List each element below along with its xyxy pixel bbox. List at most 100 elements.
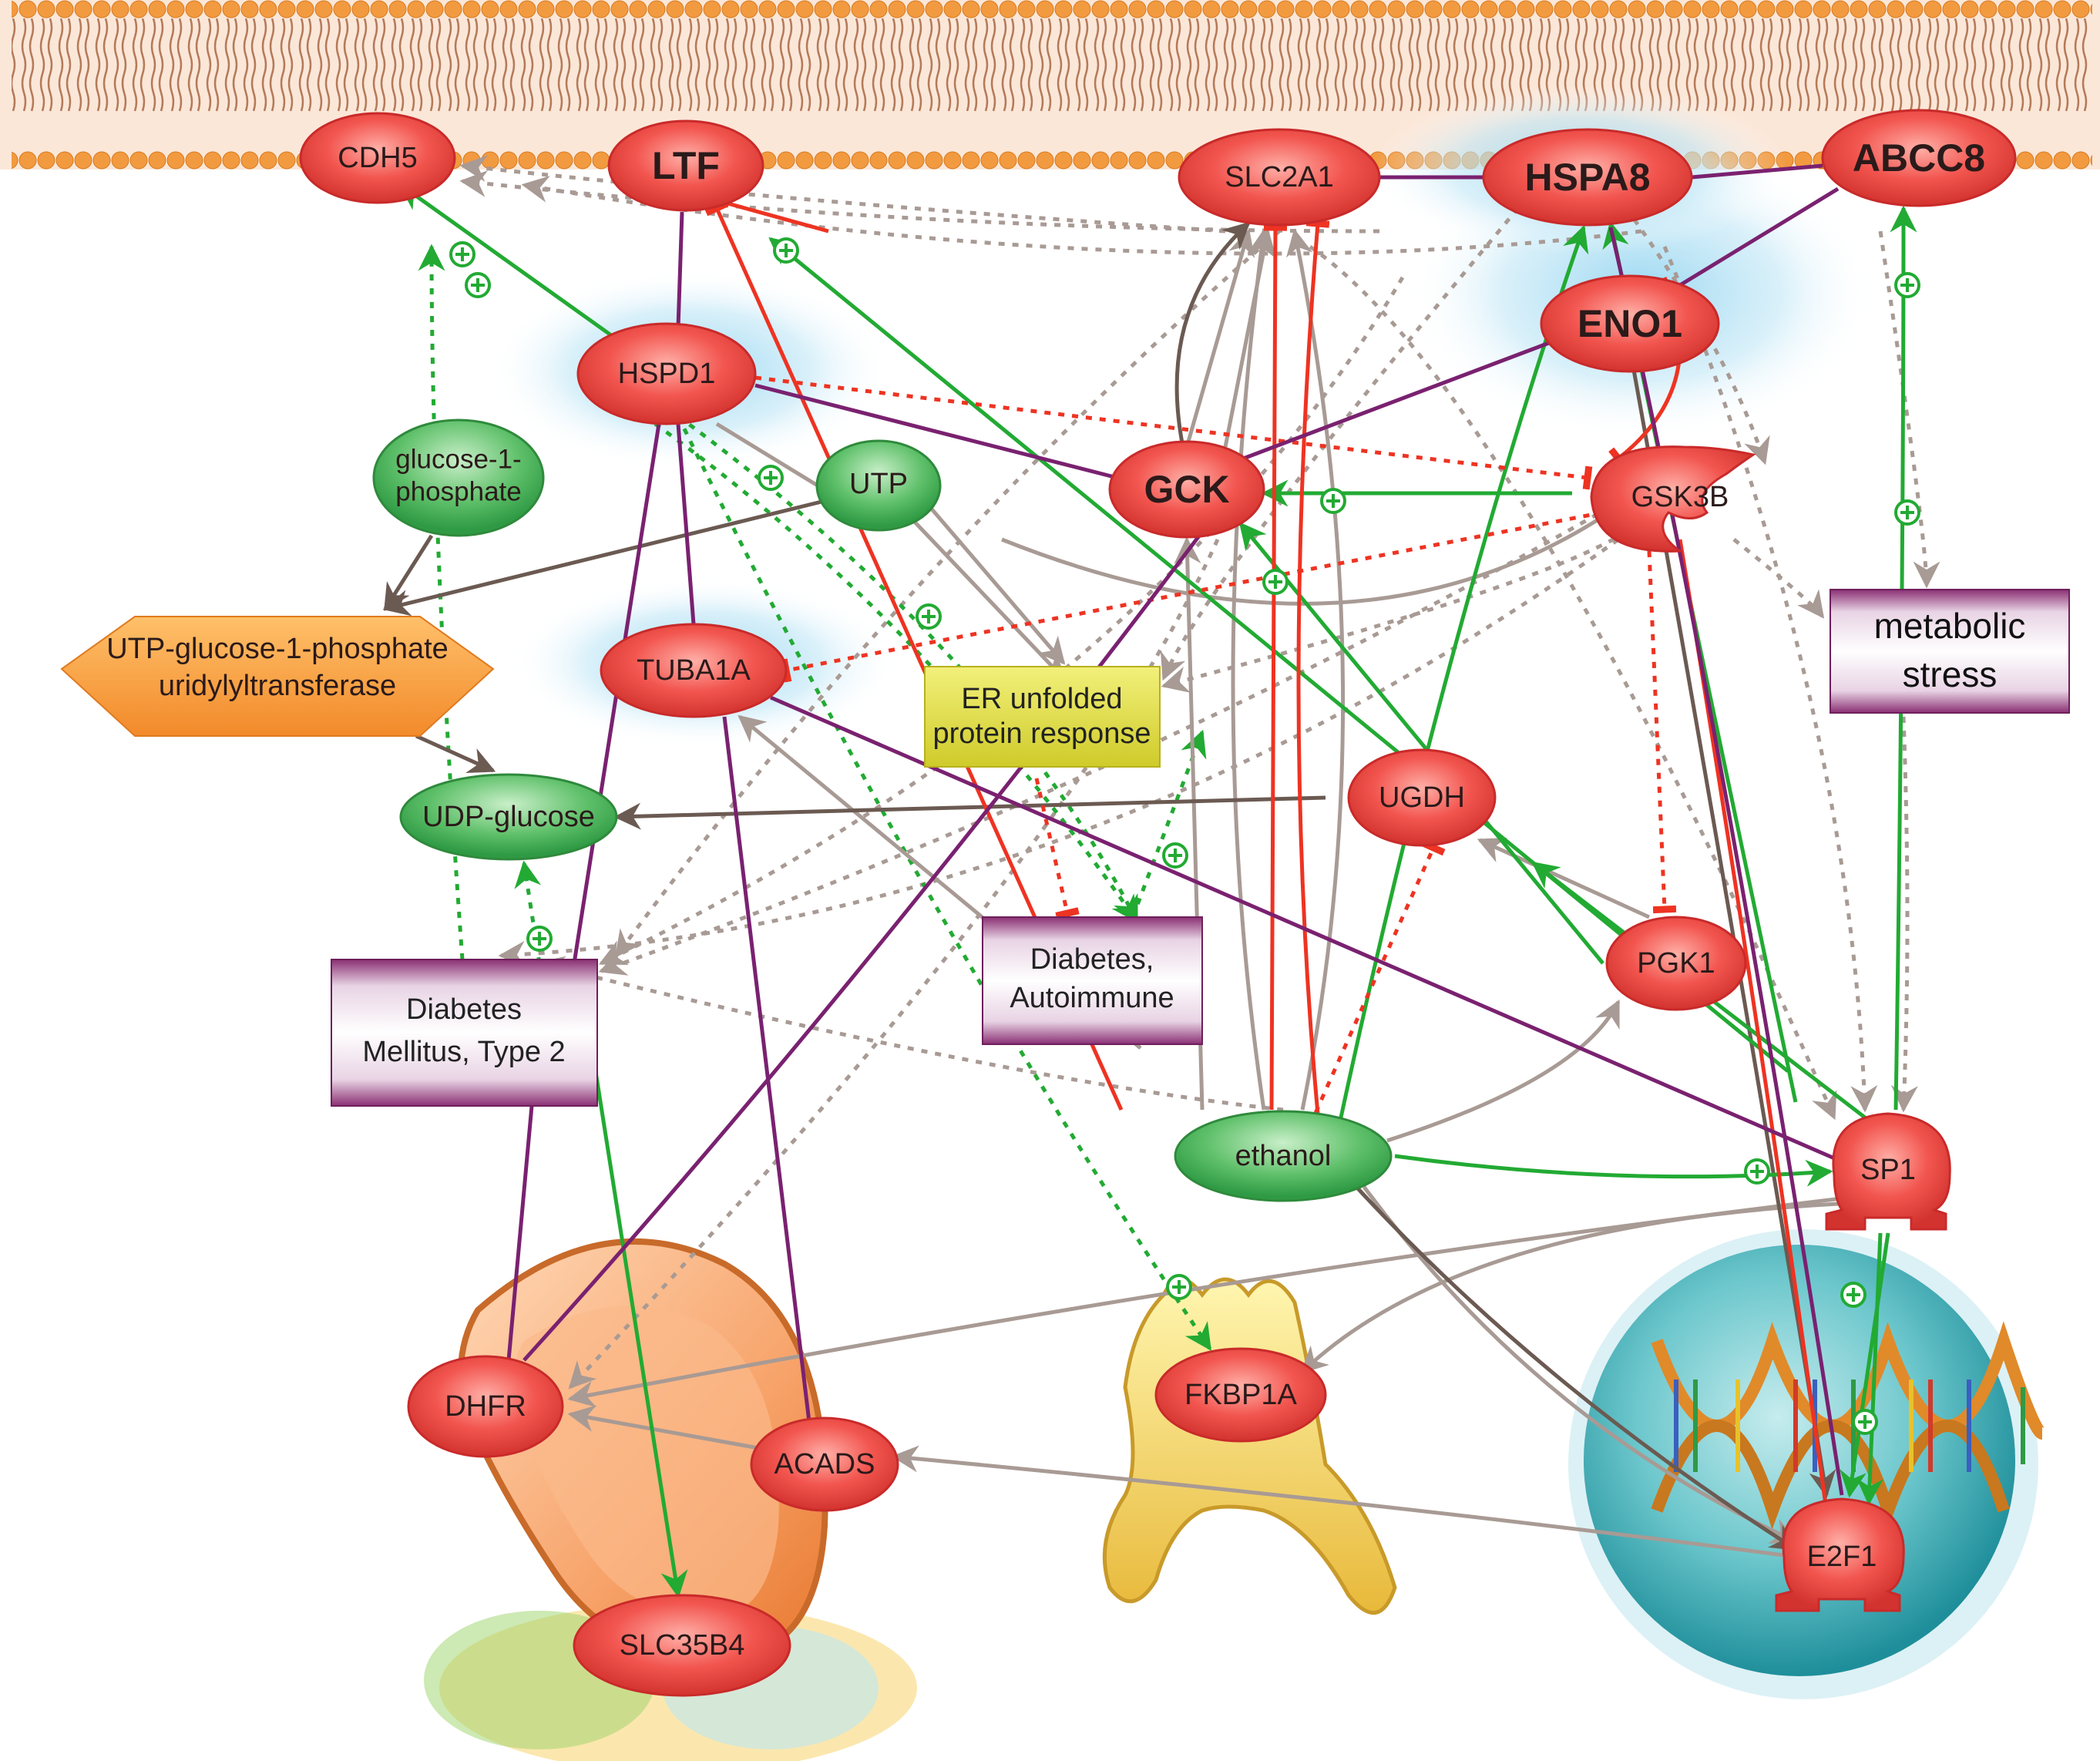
edge-purple-78 [722, 716, 811, 1423]
edge-green-48 [768, 237, 1789, 1073]
edge-gray-1 [459, 170, 1380, 234]
edge-grayS-25 [1184, 228, 1255, 448]
edge-green-56 [1856, 1232, 1883, 1506]
edge-gray-7 [536, 956, 1284, 1112]
node-slc2a1[interactable]: SLC2A1 [1178, 128, 1381, 227]
node-er-unfolded-protein-response[interactable]: ER unfolded protein response [924, 666, 1161, 768]
edge-red-61 [1263, 223, 1288, 1111]
pgk1-label: PGK1 [1637, 947, 1715, 980]
gsk3b-label: GSK3B [1631, 481, 1729, 513]
edge-purple-71 [754, 383, 1118, 480]
node-utp-glucose-1-phosphate-uridylyltransferase[interactable]: UTP-glucose-1-phosphate uridylyltransfer… [60, 616, 495, 737]
dhfr-label: DHFR [445, 1390, 526, 1423]
edge-purple-76 [676, 423, 696, 625]
metabolic-stress-label-2: stress [1903, 654, 1998, 694]
edge-grayS-27 [1231, 228, 1275, 1111]
edge-gray-13 [568, 538, 1220, 1390]
node-glucose-1-phosphate[interactable]: glucose-1- phosphate [372, 418, 545, 537]
activation-badge-plus-3 [764, 471, 778, 485]
node-diabetes-autoimmune[interactable]: Diabetes, Autoimmune [982, 916, 1203, 1045]
activation-badge-plus-0 [455, 247, 469, 261]
udp-glucose-label: UDP-glucose [422, 801, 595, 833]
slc2a1-label: SLC2A1 [1225, 161, 1334, 193]
node-e2f1[interactable]: E2F1 [1775, 1497, 1905, 1612]
edge-grayS-33 [891, 1445, 1796, 1559]
tuba1a-label: TUBA1A [637, 654, 751, 687]
edge-dark-40 [613, 795, 1326, 830]
node-dhfr[interactable]: DHFR [407, 1355, 564, 1458]
e2f1-label: E2F1 [1807, 1541, 1877, 1573]
edge-grayS-37 [1477, 838, 1651, 919]
edge-gray-14 [1160, 207, 1520, 681]
node-gck[interactable]: GCK [1108, 440, 1265, 539]
node-udp-glucose[interactable]: UDP-glucose [399, 773, 618, 861]
node-diabetes-mellitus-type-2[interactable]: Diabetes Mellitus, Type 2 [331, 959, 598, 1107]
edge-grayS-36 [1386, 999, 1621, 1143]
gck-label: GCK [1144, 468, 1229, 511]
enzyme-label-1: UTP-glucose-1-phosphate [106, 633, 449, 665]
node-metabolic-stress[interactable]: metabolic stress [1830, 589, 2070, 714]
node-eno1[interactable]: ENO1 [1540, 274, 1720, 373]
node-hspa8[interactable]: HSPA8 [1482, 128, 1693, 227]
activation-badge-plus-13 [1858, 1415, 1872, 1429]
edge-purple-79 [770, 695, 1839, 1162]
activation-badge-plus-12 [1846, 1288, 1860, 1302]
edge-grayS-35 [1362, 1185, 1799, 1544]
activation-badge-plus-4 [1326, 494, 1340, 508]
edge-green-55 [1840, 1232, 1890, 1498]
endoplasmic-reticulum [1102, 1277, 1397, 1615]
glucose-1-phosphate-label-1: glucose-1- [395, 445, 521, 475]
edge-grayS-34 [567, 1405, 764, 1451]
glucose-1-phosphate-label-2: phosphate [395, 477, 521, 507]
node-slc35b4[interactable]: SLC35B4 [573, 1594, 791, 1697]
node-utp[interactable]: UTP [815, 439, 942, 532]
dm2-label-2: Mellitus, Type 2 [362, 1036, 565, 1068]
ethanol-label: ethanol [1235, 1140, 1332, 1172]
ugdh-label: UGDH [1379, 781, 1465, 814]
edge-grayS-23 [1001, 476, 1659, 606]
cdh5-label: CDH5 [338, 142, 417, 174]
node-tuba1a[interactable]: TUBA1A [600, 623, 788, 718]
edge-gray-4 [598, 276, 1405, 966]
node-ugdh[interactable]: UGDH [1347, 748, 1497, 847]
edge-purple-72 [1232, 341, 1550, 465]
edge-gray-0 [459, 155, 1226, 234]
edge-dark-46 [1355, 1185, 1798, 1551]
eno1-label: ENO1 [1578, 302, 1682, 345]
node-ltf[interactable]: LTF [607, 119, 764, 212]
er-label-2: protein response [932, 718, 1151, 750]
edge-dark-45 [1174, 221, 1251, 448]
edge-gray-12 [1662, 246, 1878, 1113]
edge-red-64 [1296, 219, 1330, 1114]
node-abcc8[interactable]: ABCC8 [1821, 109, 2017, 207]
activation-badge-plus-14 [533, 932, 546, 946]
activation-badge-plus-15 [1172, 1280, 1186, 1294]
node-acads[interactable]: ACADS [750, 1417, 899, 1512]
node-hspd1[interactable]: HSPD1 [576, 322, 757, 425]
edge-purple-74 [1691, 163, 1823, 180]
activation-badge-plus-10 [1900, 506, 1914, 519]
node-gsk3b[interactable]: GSK3B [1590, 445, 1756, 553]
hspa8-label: HSPA8 [1524, 156, 1650, 199]
node-sp1[interactable]: SP1 [1825, 1112, 1951, 1231]
activation-badge-plus-6 [922, 610, 936, 623]
slc35b4-label: SLC35B4 [620, 1629, 745, 1662]
edge-redD-67 [1034, 778, 1080, 919]
hspd1-label: HSPD1 [618, 358, 716, 390]
activation-badge-plus-9 [1900, 278, 1914, 292]
node-ethanol[interactable]: ethanol [1174, 1110, 1393, 1202]
sp1-label: SP1 [1860, 1154, 1916, 1186]
activation-badge-plus-1 [471, 278, 485, 292]
edge-grayS-32 [567, 1196, 1843, 1408]
edge-greenD-21 [418, 244, 465, 960]
abcc8-label: ABCC8 [1853, 136, 1985, 180]
ltf-label: LTF [652, 144, 720, 187]
edge-purple-82 [1608, 227, 1844, 1496]
node-pgk1[interactable]: PGK1 [1605, 916, 1747, 1011]
activation-badge-plus-5 [1268, 575, 1282, 589]
er-label-1: ER unfolded [961, 683, 1122, 715]
node-cdh5[interactable]: CDH5 [299, 112, 456, 204]
node-fkbp1a[interactable]: FKBP1A [1154, 1347, 1327, 1443]
edge-purple-70 [676, 211, 684, 328]
